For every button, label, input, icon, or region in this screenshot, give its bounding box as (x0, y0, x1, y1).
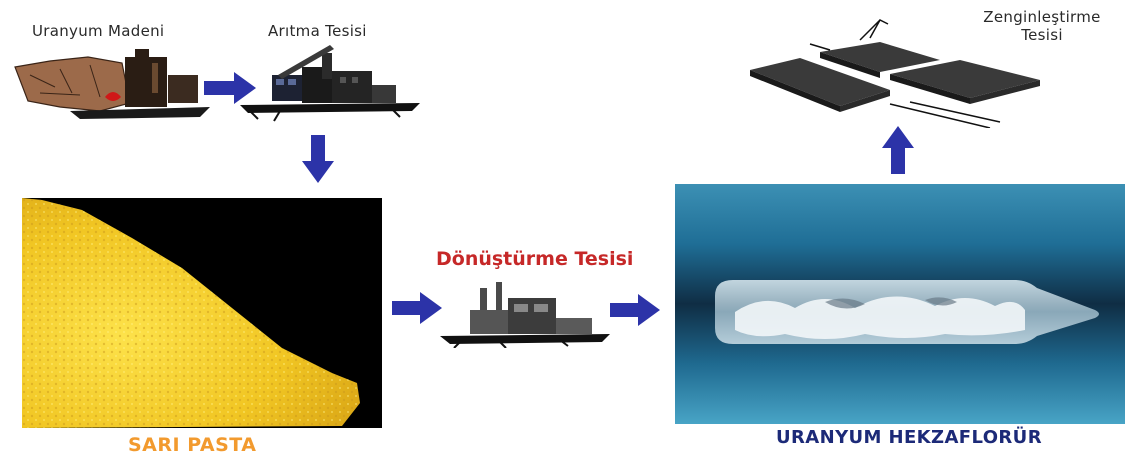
mine-label: Uranyum Madeni (32, 22, 165, 40)
arrow-conversion-to-hex (610, 294, 660, 326)
enrichment-plant-illustration (740, 10, 1060, 128)
enrichment-label-line1: Zenginleştirme (983, 8, 1101, 26)
conversion-plant-illustration (440, 282, 610, 348)
arrow-hex-to-enrichment (882, 126, 914, 174)
uranium-mine-illustration (10, 45, 210, 125)
arrow-yellowcake-to-conversion (392, 292, 442, 324)
conversion-label: Dönüştürme Tesisi (436, 248, 634, 270)
uranium-hexafluoride-photo (675, 184, 1125, 424)
arrow-mill-to-yellowcake (302, 135, 334, 183)
yellowcake-label: SARI PASTA (128, 434, 257, 456)
mill-illustration (240, 45, 420, 125)
enrichment-label: Zenginleştirme Tesisi (972, 8, 1112, 44)
arrow-mine-to-mill (204, 72, 256, 104)
mill-label: Arıtma Tesisi (268, 22, 367, 40)
yellowcake-photo (22, 198, 382, 428)
enrichment-label-line2: Tesisi (1021, 26, 1063, 44)
hex-label: URANYUM HEKZAFLORÜR (776, 427, 1042, 448)
